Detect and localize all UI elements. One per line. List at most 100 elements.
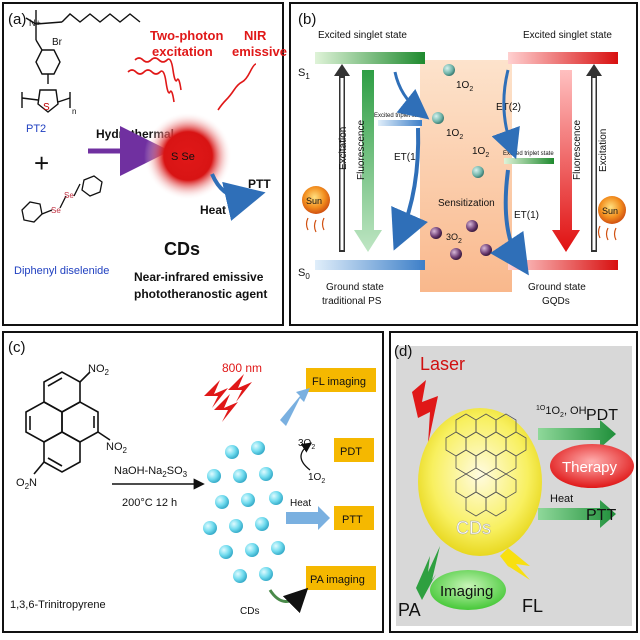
excited-left-label: Excited singlet state <box>318 30 407 41</box>
cd-yellow-circle <box>418 408 542 556</box>
triplet-right-label: Excited triplet state <box>503 151 554 157</box>
sun-left-rays <box>305 217 325 233</box>
panel-d-label: (d) <box>394 343 412 360</box>
panel-d: (d) Laser CDs 1O1O2, OH PDT The <box>389 331 638 633</box>
triplet-o2-sphere-3 <box>466 220 478 232</box>
fl-arrow <box>280 388 310 426</box>
conditions-label: 200°C 12 h <box>122 497 177 509</box>
panel-b-label: (b) <box>298 11 316 28</box>
no2-label-right: NO2 <box>106 441 128 455</box>
thiophene-sulfur: S <box>43 102 50 113</box>
sensitization-label: Sensitization <box>438 198 495 209</box>
heat-label-d: Heat <box>550 493 573 505</box>
pdt-label-c: PDT <box>340 446 362 458</box>
triplet-o2-sphere-2 <box>450 248 462 260</box>
cds-label-c: CDs <box>240 606 259 617</box>
heat-label-c: Heat <box>290 498 311 509</box>
panel-b: (b) Excited singlet state Excited single… <box>289 2 638 326</box>
o2-conversion-arrow <box>300 442 313 471</box>
o2-triplet-label-c: 3O2 <box>298 438 315 451</box>
s-se-label: S Se <box>171 151 195 163</box>
therapy-label: Therapy <box>562 459 618 476</box>
panel-a: (a) N+ Br S n PT2 + <box>2 2 287 326</box>
therapy-ellipse <box>550 444 634 488</box>
o2-label-1: 1O2 <box>456 80 473 93</box>
cd-red-particle <box>144 112 232 200</box>
ptt-label-d: PTT <box>586 507 616 524</box>
ptt-box <box>334 506 374 530</box>
sun-right-rays <box>597 225 617 241</box>
pa-imaging-label: PA imaging <box>310 574 365 586</box>
graphene-sheet <box>445 413 527 517</box>
fl-label: FL <box>522 596 543 616</box>
imaging-ellipse <box>430 570 506 610</box>
singlet-o2-sphere-3 <box>472 166 484 178</box>
laser-bolt-1 <box>204 380 228 408</box>
singlet-o2-sphere-1 <box>443 64 455 76</box>
fl-bolt <box>500 548 530 580</box>
sun-left <box>302 186 330 214</box>
ground-left-label-1: Ground state <box>326 282 384 293</box>
laser-bolt-3 <box>214 394 238 422</box>
excitation-label-left: Excitation <box>338 127 349 170</box>
two-photon-label-2: excitation <box>152 44 213 59</box>
ground-bar-left <box>315 260 425 270</box>
s0-label: S0 <box>298 267 310 281</box>
triplet-bar-right <box>504 158 554 164</box>
et2-label: ET(2) <box>496 102 521 113</box>
et1-arrow-right <box>490 169 529 276</box>
et1-arrow-left <box>391 127 428 251</box>
sensitization-region <box>420 60 512 292</box>
wavelength-label: 800 nm <box>222 361 262 375</box>
sun-right <box>598 196 626 224</box>
fl-imaging-box <box>306 368 376 392</box>
panel-a-label: (a) <box>8 11 26 28</box>
fluorescence-label-right: Fluorescence <box>572 120 583 180</box>
singlet-o2-sphere-2 <box>432 112 444 124</box>
fluorescence-label-left: Fluorescence <box>356 120 367 180</box>
reagent-label: NaOH-Na2SO3 <box>114 465 188 479</box>
diselenide-name: Diphenyl diselenide <box>14 265 109 277</box>
se-atom-1: Se <box>51 206 61 215</box>
triplet-o2-sphere-4 <box>480 244 492 256</box>
panel-c: (c) NO2 NO2 O2N 1,3,6-Trinitropyrene NaO… <box>2 331 384 633</box>
heat-arrow <box>210 173 266 221</box>
o2-label-2: 1O2 <box>446 128 463 141</box>
ros-label: 1O1O2, OH <box>536 405 587 419</box>
laser-bolt-d <box>412 380 438 444</box>
ptt-label: PTT <box>248 177 271 191</box>
fluorescence-arrow-right <box>552 70 580 252</box>
pyrene-structure <box>25 371 111 475</box>
s1-label: S1 <box>298 67 310 81</box>
ground-left-label-2: traditional PS <box>322 296 382 307</box>
pa-imaging-box <box>306 566 376 590</box>
excitation-label-right: Excitation <box>598 129 609 172</box>
panel-c-label: (c) <box>8 339 26 356</box>
diselenide-structure <box>21 175 103 223</box>
se-atom-2: Se <box>64 191 74 200</box>
pa-label: PA <box>398 600 421 620</box>
fluorescence-arrow-left <box>354 70 382 252</box>
o2-triplet-label: 3O2 <box>446 232 462 245</box>
cds-label: CDs <box>164 239 200 259</box>
et1-left-label: ET(1) <box>394 152 419 163</box>
laser-label: Laser <box>420 354 465 374</box>
excited-right-label: Excited singlet state <box>523 30 612 41</box>
o2-label-3: 1O2 <box>472 146 489 159</box>
two-photon-wavy-arrows <box>127 57 257 111</box>
o2n-label: O2N <box>16 477 37 491</box>
compound-name: 1,3,6-Trinitropyrene <box>10 599 106 611</box>
n-plus-label: N+ <box>29 18 41 28</box>
o2-singlet-label-c: 1O2 <box>308 472 325 485</box>
pt2-label: PT2 <box>26 123 46 135</box>
ptt-arrow <box>538 500 616 528</box>
nir-label-1: NIR <box>244 28 267 43</box>
nir-label-2: emissive <box>232 44 287 59</box>
heat-arrow-c <box>286 506 330 530</box>
fl-imaging-label: FL imaging <box>312 376 366 388</box>
sun-right-label: Sun <box>602 206 618 216</box>
triplet-bar-left <box>378 120 422 126</box>
triplet-o2-sphere-1 <box>430 227 442 239</box>
pdt-label-d: PDT <box>586 407 618 424</box>
pt2-structure <box>21 10 141 113</box>
